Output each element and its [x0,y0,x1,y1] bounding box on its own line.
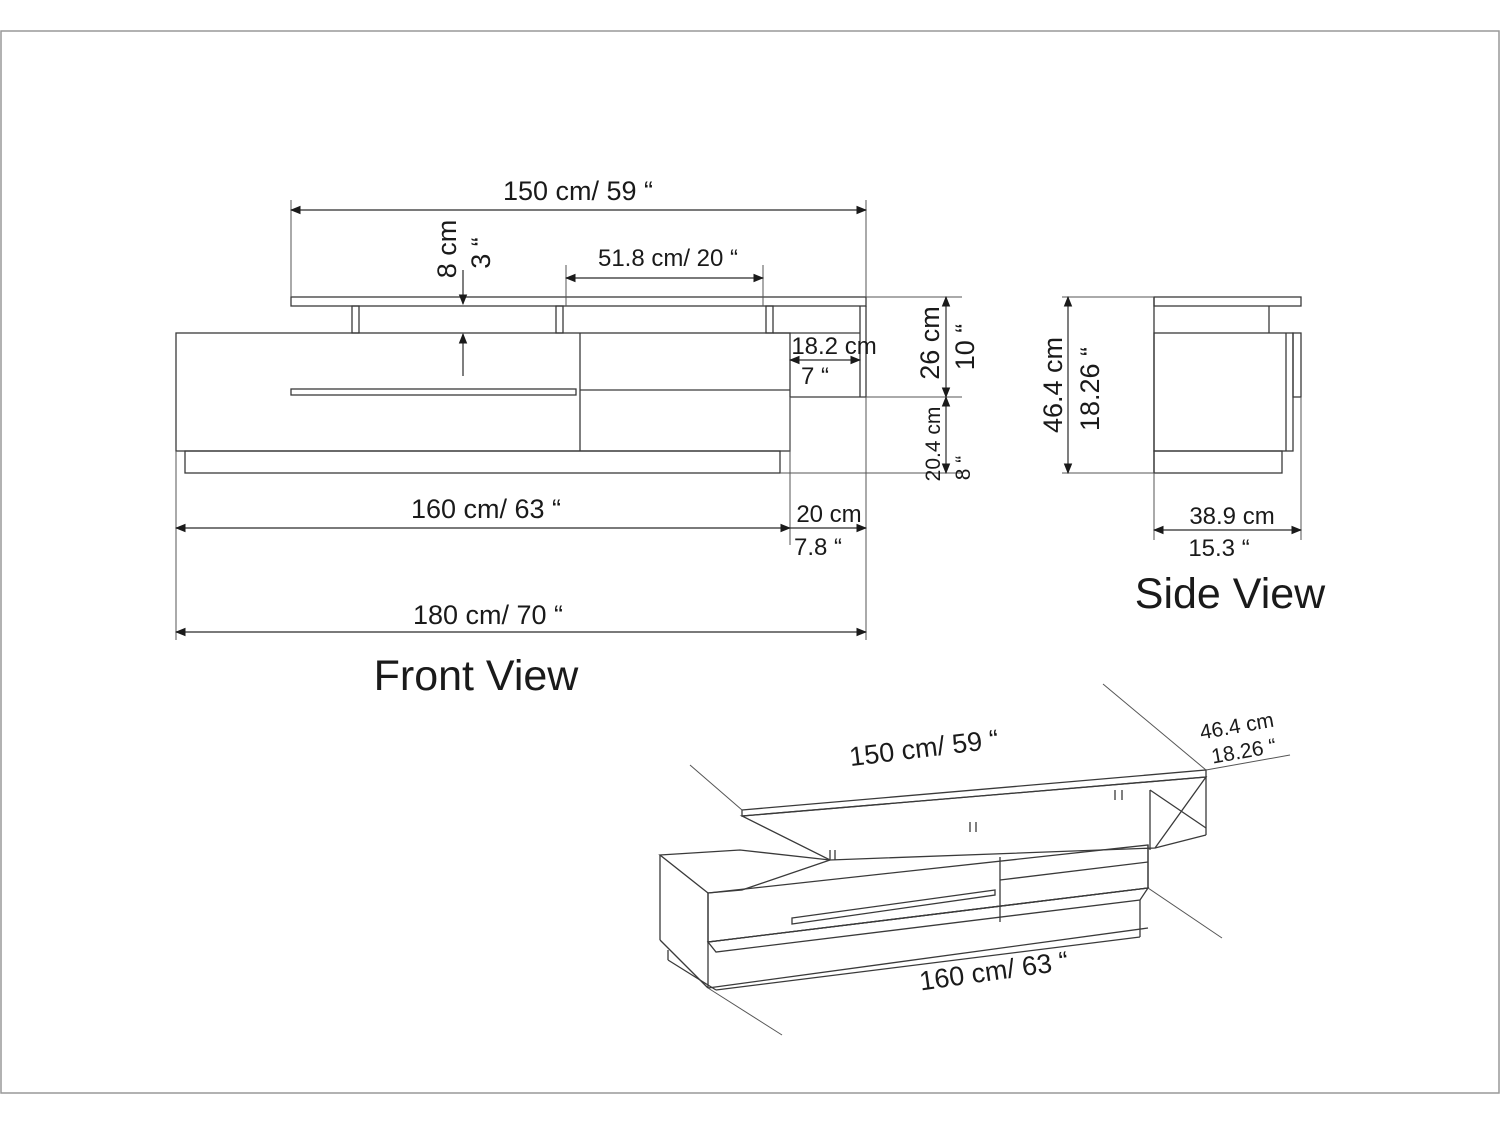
front-dim-top-height-cm: 8 cm [432,220,462,279]
front-dim-middle-width: 51.8 cm/ 20 “ [598,245,738,272]
front-dim-lower-height-cm: 20.4 cm [922,407,945,482]
front-dim-lower-height-in: 8 “ [952,456,975,481]
perspective-dim-body-width: 160 cm/ 63 “ [917,946,1070,997]
side-view-title: Side View [1135,570,1326,618]
side-dim-height-cm: 46.4 cm [1038,337,1068,433]
front-dim-total-width: 180 cm/ 70 “ [413,600,563,630]
page-frame [0,30,1500,1094]
front-view-drawing [174,200,962,640]
front-dim-top-width: 150 cm/ 59 “ [503,176,653,206]
side-dim-height-in: 18.26 “ [1075,347,1105,431]
perspective-dim-top-width: 150 cm/ 59 “ [848,724,1001,772]
front-dim-overhang-cm: 20 cm [796,501,861,528]
front-dim-body-width: 160 cm/ 63 “ [411,494,561,524]
side-dim-depth-cm: 38.9 cm [1189,503,1274,530]
front-dim-upper-height-in: 10 “ [950,324,980,371]
front-dim-offset-cm: 18.2 cm [791,333,876,360]
side-dim-depth-in: 15.3 “ [1188,535,1249,562]
perspective-view-drawing [658,683,1291,1036]
front-dim-offset-in: 7 “ [801,363,829,390]
front-view-title: Front View [374,652,580,700]
front-dim-upper-height-cm: 26 cm [915,306,945,380]
front-dim-top-height-in: 3 “ [466,237,496,269]
front-dim-overhang-in: 7.8 “ [794,534,842,561]
side-view-drawing [1062,295,1303,540]
